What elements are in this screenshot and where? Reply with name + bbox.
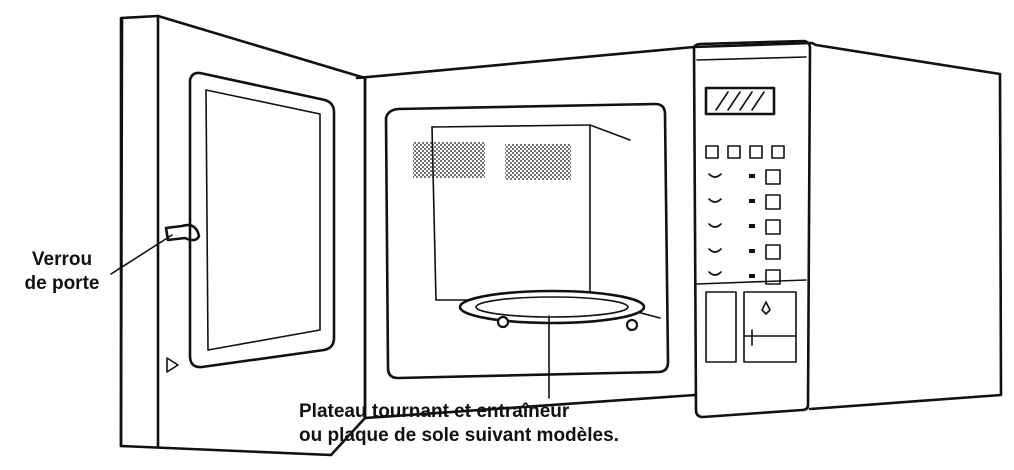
door [119,14,367,457]
control-panel [692,39,812,419]
leader-lines [110,234,550,399]
door-lock-label: Verrou de porte [14,248,110,296]
door-lock-label-line1: Verrou [31,249,93,270]
door-lock-icon [164,223,201,242]
turntable-label: Plateau tournant et entraîneur ou plaque… [299,400,619,448]
cabinet-side [808,43,1003,411]
program-buttons-icon [708,169,781,285]
turntable-label-line1: Plateau tournant et entraîneur [299,401,570,422]
cabinet [355,41,818,420]
vent-grille-icon [413,142,571,180]
display-icon [704,86,776,116]
door-triangle-icon [166,357,179,373]
button-row-icon [705,145,785,159]
turntable-icon [458,289,646,332]
door-release-icon [705,291,797,363]
turntable-label-line2: ou plaque de sole suivant modèles. [299,425,619,446]
door-lock-label-line2: de porte [24,273,100,294]
